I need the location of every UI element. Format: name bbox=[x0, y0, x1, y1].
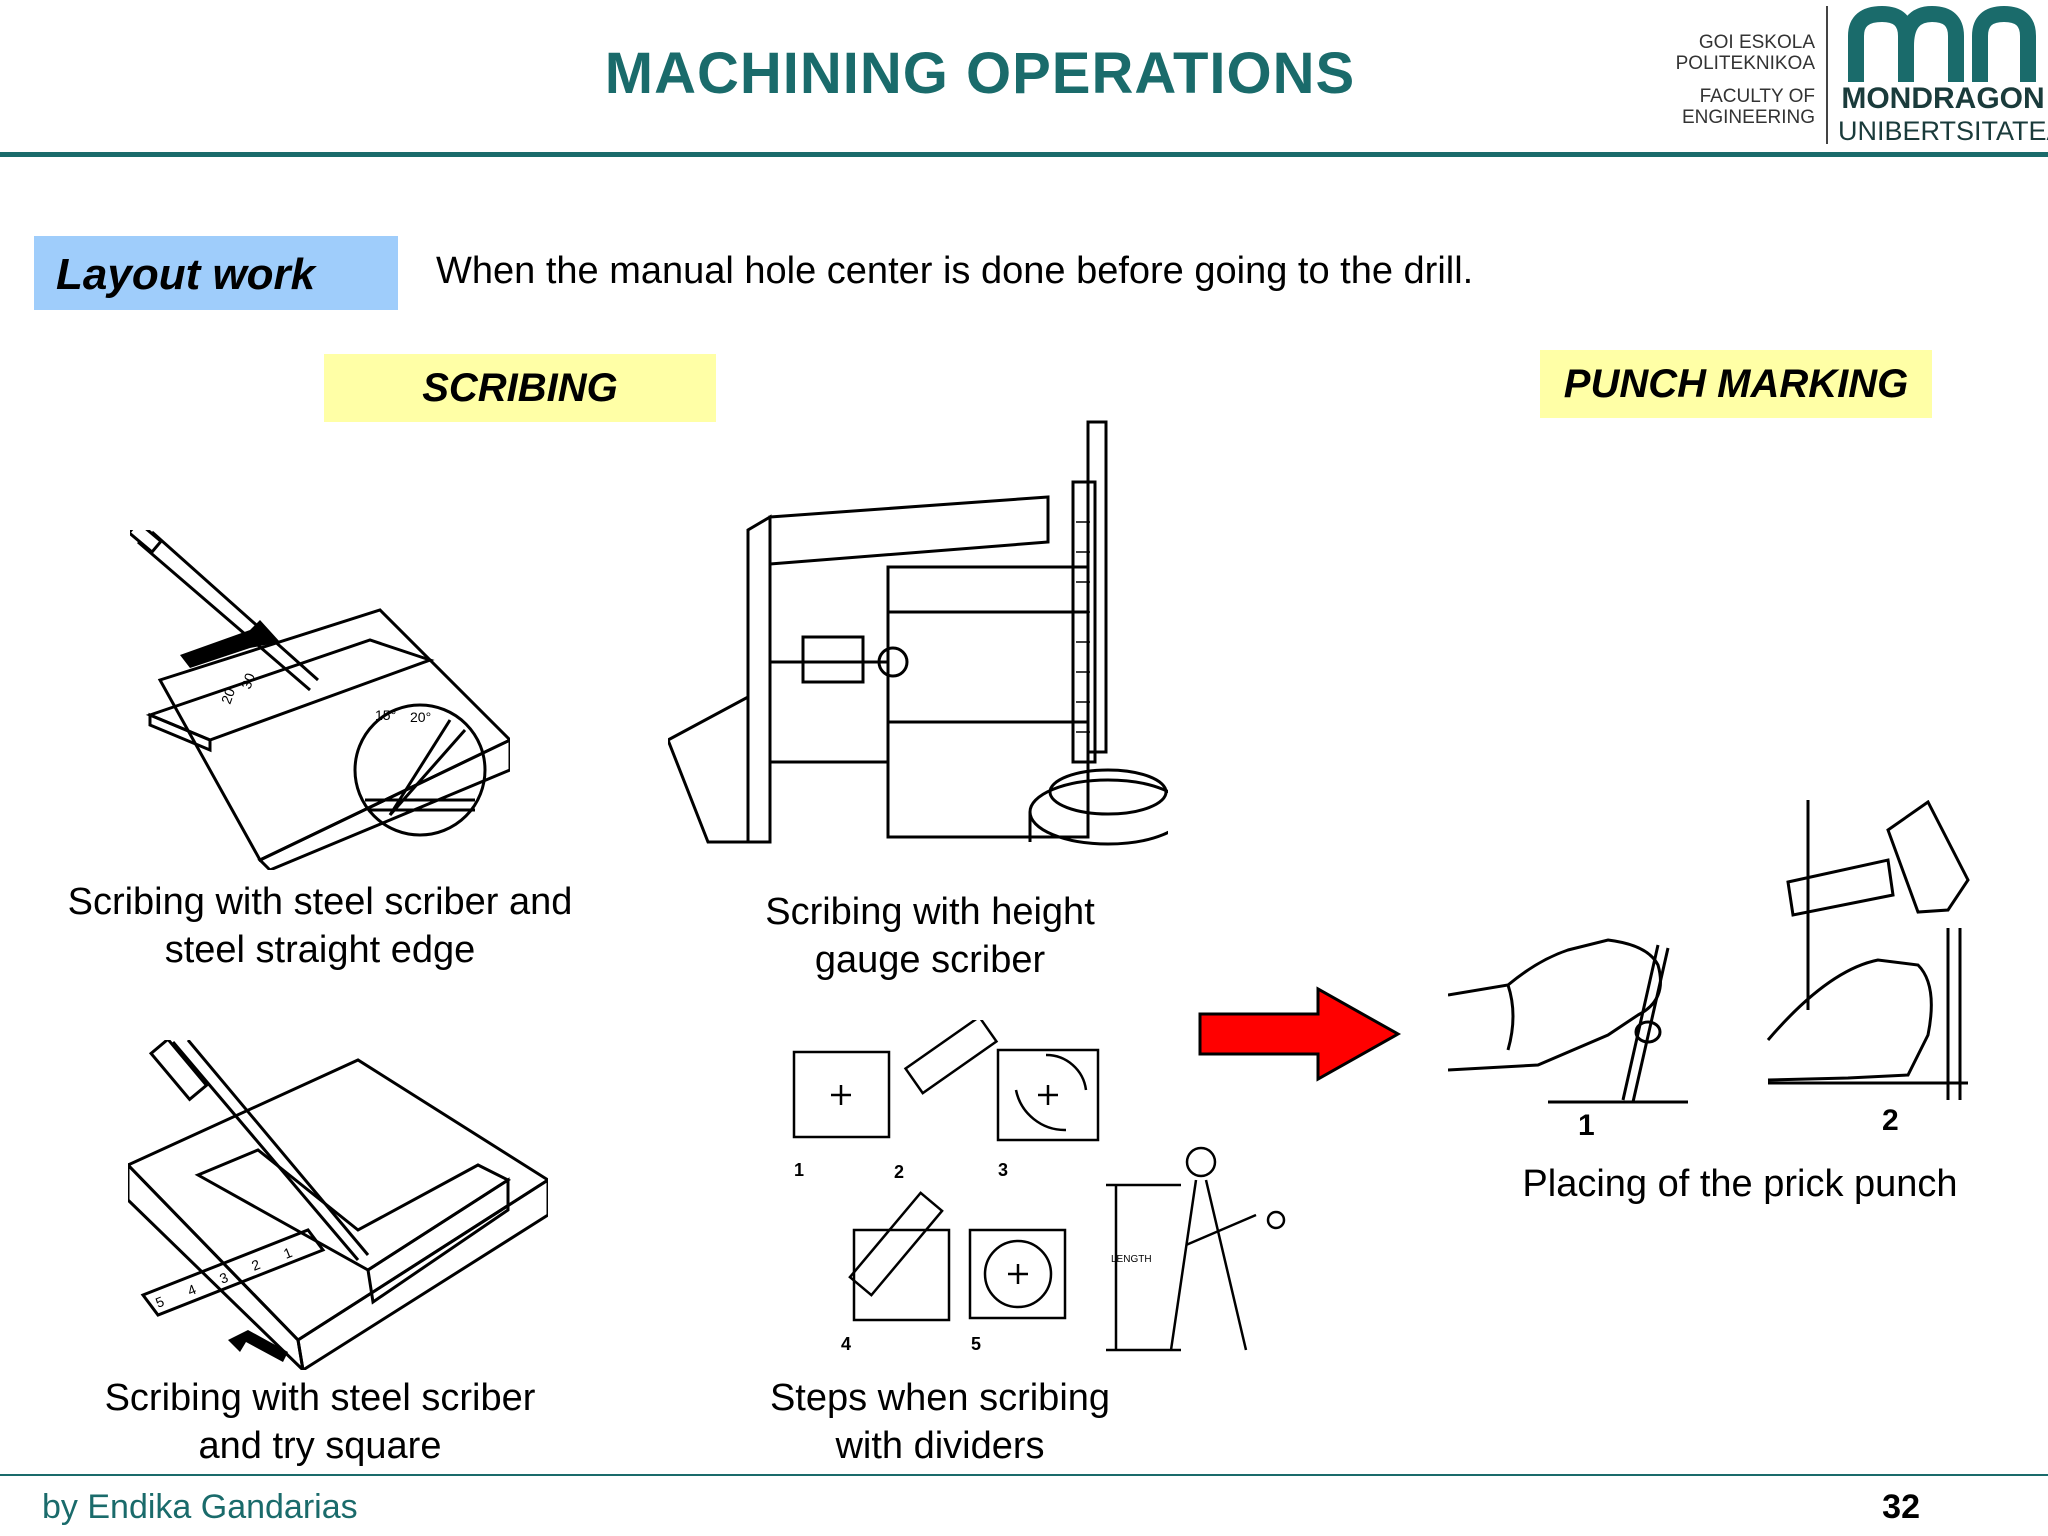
layout-work-description: When the manual hole center is done befo… bbox=[436, 250, 1474, 292]
divider-step-5: 5 bbox=[971, 1334, 981, 1354]
punch-step-2: 2 bbox=[1882, 1104, 1899, 1137]
caption-scriber-try-square: Scribing with steel scriber and try squa… bbox=[104, 1377, 536, 1467]
page-title: MACHINING OPERATIONS bbox=[604, 41, 1356, 106]
prick-punch-illustration: 1 2 bbox=[1448, 800, 1970, 1140]
layout-work-label: Layout work bbox=[56, 250, 316, 299]
layout-work-label-box: Layout work bbox=[34, 236, 398, 310]
dividers-steps-illustration: 1 2 3 4 5 LENGTH bbox=[792, 1020, 1286, 1354]
height-gauge-illustration bbox=[668, 420, 1168, 846]
logo-separator bbox=[1826, 6, 1828, 144]
angle-mark-15: 15° bbox=[375, 707, 396, 723]
mondragon-logo-icon bbox=[1848, 6, 2036, 82]
divider-step-2: 2 bbox=[894, 1162, 904, 1182]
ruler-number-1: 1 bbox=[281, 1244, 294, 1262]
header-divider bbox=[0, 152, 2048, 157]
logo-name-university: UNIBERTSITATEA bbox=[1838, 116, 2048, 146]
scribing-heading: SCRIBING bbox=[422, 366, 618, 410]
ruler-number-5: 5 bbox=[153, 1293, 166, 1311]
author-credit: by Endika Gandarias bbox=[42, 1488, 358, 1526]
scriber-straight-edge-illustration: 20 30 15° 20° bbox=[130, 530, 510, 870]
length-label: LENGTH bbox=[1111, 1254, 1152, 1265]
caption-dividers: Steps when scribing with dividers bbox=[769, 1377, 1111, 1467]
punch-step-1: 1 bbox=[1578, 1109, 1595, 1140]
divider-step-3: 3 bbox=[998, 1160, 1008, 1180]
ruler-number-2: 2 bbox=[249, 1256, 262, 1274]
logo-name-mondragon: MONDRAGON bbox=[1841, 82, 2045, 115]
divider-step-1: 1 bbox=[794, 1160, 804, 1180]
caption-height-gauge: Scribing with height gauge scriber bbox=[765, 891, 1095, 981]
divider-step-4: 4 bbox=[841, 1334, 851, 1354]
punch-marking-heading: PUNCH MARKING bbox=[1563, 362, 1909, 406]
ruler-number-3: 3 bbox=[217, 1269, 230, 1287]
ruler-mark-20: 20 bbox=[218, 686, 238, 706]
caption-prick-punch: Placing of the prick punch bbox=[1522, 1163, 1958, 1205]
faculty-label: GOI ESKOLA POLITEKNIKOA FACULTY OF ENGIN… bbox=[1675, 32, 1815, 128]
ruler-mark-30: 30 bbox=[238, 671, 258, 691]
scribing-section-box: SCRIBING bbox=[324, 354, 716, 422]
punch-marking-section-box: PUNCH MARKING bbox=[1540, 350, 1932, 418]
right-arrow-icon bbox=[1198, 986, 1402, 1082]
footer-divider bbox=[0, 1474, 2048, 1476]
page-number: 32 bbox=[1882, 1488, 1920, 1526]
angle-mark-20: 20° bbox=[410, 709, 431, 725]
scriber-try-square-illustration: 5 4 3 2 1 bbox=[128, 1040, 548, 1370]
ruler-number-4: 4 bbox=[185, 1281, 198, 1299]
caption-scriber-straight-edge: Scribing with steel scriber and steel st… bbox=[67, 881, 573, 971]
